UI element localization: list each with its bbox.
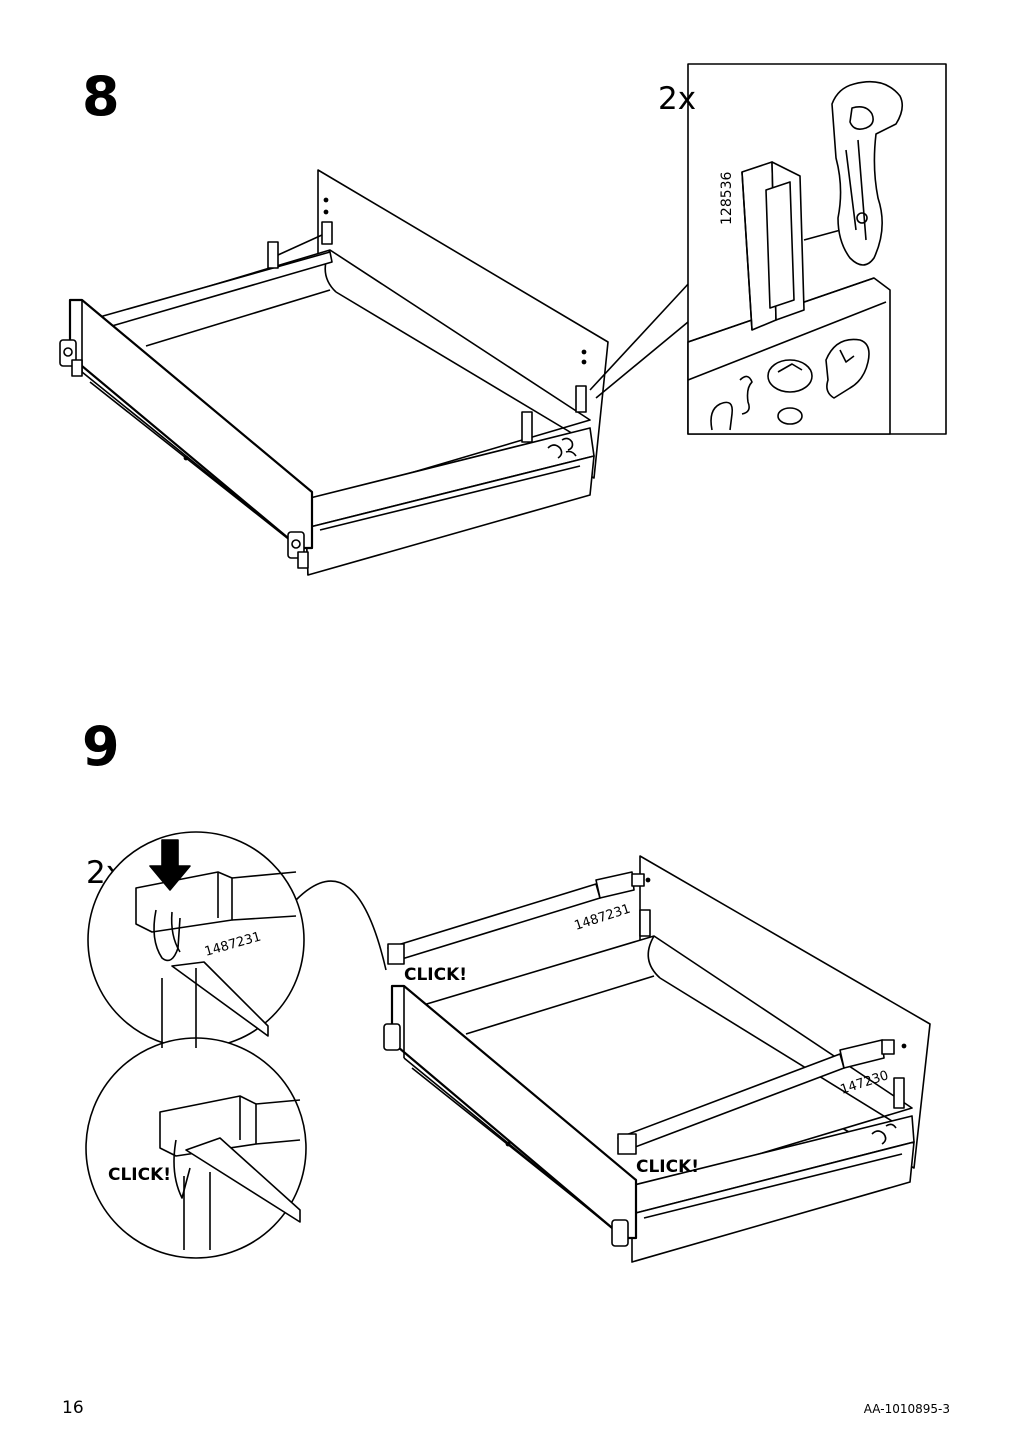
- rear-hook-right: [521, 385, 587, 443]
- step-9-number: 9: [82, 715, 120, 778]
- rear-hook-left: [267, 221, 333, 269]
- front-clip-left: [59, 339, 83, 377]
- step-8-part-number: 128536: [719, 171, 735, 225]
- click-label-front: CLICK!: [636, 1157, 699, 1177]
- step-8-quantity: 2x: [658, 81, 697, 117]
- clip-after: [159, 1095, 301, 1250]
- step-9-illustration: 1487231 1487231 147230 CLICK! CLICK! CLI…: [85, 831, 931, 1263]
- rear-rail: [387, 871, 645, 965]
- document-id: AA-1010895-3: [863, 1402, 950, 1416]
- step-8-illustration: 128536: [59, 63, 947, 576]
- rear-rail-part-number: 1487231: [573, 902, 633, 934]
- click-label-detail: CLICK!: [108, 1165, 171, 1185]
- press-down-arrow: [149, 839, 191, 891]
- step-8-number: 8: [82, 65, 120, 128]
- click-label-rear: CLICK!: [404, 965, 467, 985]
- page-number: 16: [62, 1398, 84, 1418]
- bracket-part: [741, 161, 805, 331]
- front-rail: [617, 1039, 895, 1155]
- clip-hook-part: [831, 80, 904, 266]
- clip-before: [135, 871, 297, 1048]
- front-clip-right: [287, 531, 309, 569]
- step-8-detail: [687, 63, 947, 435]
